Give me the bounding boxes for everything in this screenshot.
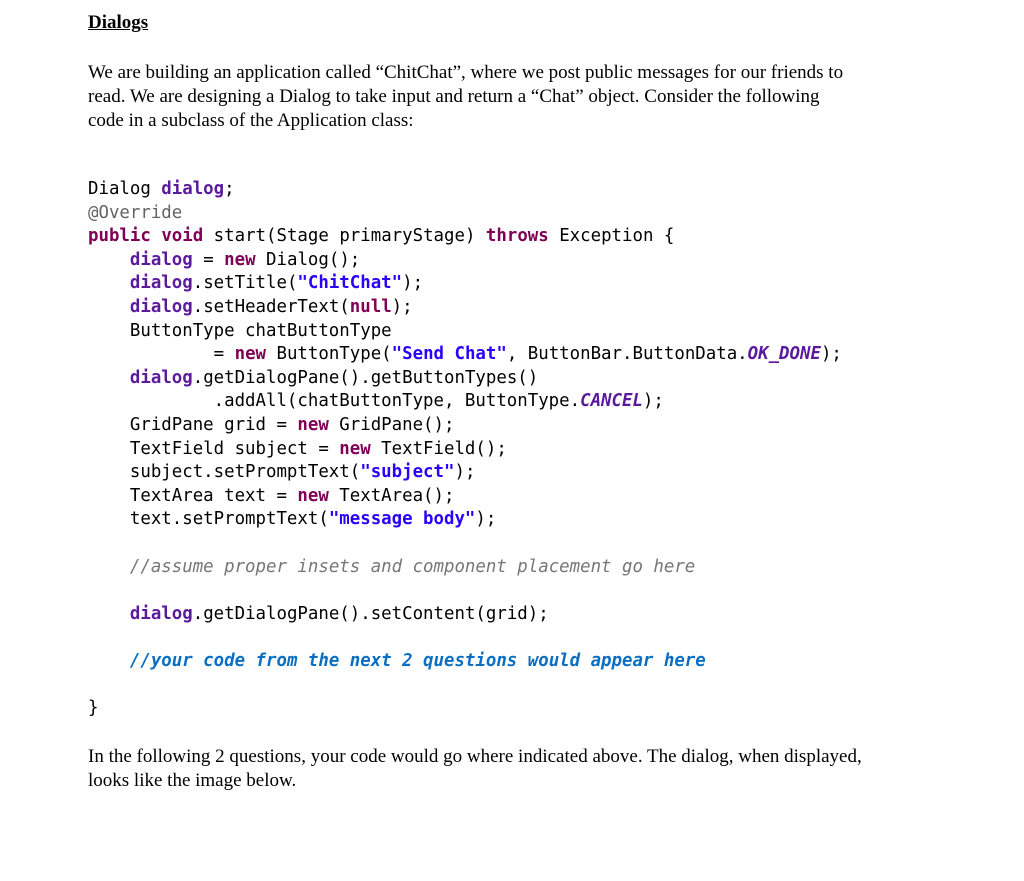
- code-token: dialog: [161, 179, 225, 199]
- code-line-4: dialog = new Dialog();: [88, 249, 842, 273]
- code-token: .addAll(chatButtonType, ButtonType.: [88, 391, 581, 412]
- code-token: start(Stage primaryStage): [203, 226, 486, 247]
- code-token: =: [192, 249, 225, 270]
- code-token: "ChitChat": [297, 273, 403, 294]
- code-token: OK_DONE: [747, 344, 821, 365]
- outro-line: In the following 2 questions, your code …: [88, 746, 862, 767]
- section-heading: Dialogs: [88, 12, 149, 33]
- code-token: dialog: [129, 273, 193, 294]
- code-line-7: ButtonType chatButtonType: [88, 320, 842, 344]
- code-token: dialog: [129, 367, 193, 388]
- code-token: public: [88, 226, 151, 247]
- code-blank-line: [88, 532, 842, 556]
- code-token: new: [297, 485, 329, 506]
- code-listing: Dialog dialog; @Override public void sta…: [88, 178, 842, 721]
- code-token: TextArea();: [328, 485, 455, 506]
- code-token: );: [475, 509, 497, 530]
- code-token: }: [88, 698, 99, 719]
- code-token: void: [161, 226, 204, 247]
- intro-line: code in a subclass of the Application cl…: [88, 110, 414, 131]
- code-token: ButtonType(: [266, 344, 392, 365]
- code-token: , ButtonBar.ButtonData.: [506, 344, 748, 365]
- code-token: [88, 273, 130, 293]
- code-token: [88, 557, 130, 577]
- code-line-8: = new ButtonType("Send Chat", ButtonBar.…: [88, 343, 842, 367]
- code-line-14: TextArea text = new TextArea();: [88, 485, 842, 509]
- code-token: GridPane grid =: [88, 414, 298, 435]
- code-token: );: [402, 273, 424, 294]
- code-line-15: text.setPromptText("message body");: [88, 508, 842, 532]
- code-token: subject.setPromptText(: [88, 462, 361, 483]
- outro-line: looks like the image below.: [88, 770, 297, 791]
- code-token: TextField();: [370, 438, 507, 459]
- code-token: [88, 651, 130, 671]
- code-line-23: }: [88, 697, 842, 721]
- code-token: new: [224, 249, 256, 270]
- outro-paragraph: In the following 2 questions, your code …: [88, 745, 958, 793]
- code-token: dialog: [129, 296, 193, 317]
- code-token: );: [642, 391, 664, 412]
- code-line-19: dialog.getDialogPane().setContent(grid);: [88, 603, 842, 627]
- code-line-9: dialog.getDialogPane().getButtonTypes(): [88, 367, 842, 391]
- code-token: );: [820, 344, 842, 365]
- code-token: dialog: [129, 603, 193, 624]
- code-token: .setTitle(: [192, 273, 298, 294]
- code-token: Dialog: [88, 179, 162, 199]
- code-line-2: @Override: [88, 202, 842, 226]
- code-token: [88, 297, 130, 317]
- code-token: =: [88, 344, 235, 365]
- code-token: new: [297, 414, 329, 435]
- code-token: .getDialogPane().setContent(grid);: [192, 603, 549, 624]
- code-token: .setHeaderText(: [192, 296, 350, 317]
- code-token: );: [391, 296, 413, 317]
- code-blank-line: [88, 579, 842, 603]
- code-line-5: dialog.setTitle("ChitChat");: [88, 272, 842, 296]
- code-token: TextArea text =: [88, 485, 298, 506]
- code-token: ButtonType chatButtonType: [88, 320, 392, 341]
- code-token: [88, 368, 130, 388]
- code-token: new: [339, 438, 371, 459]
- code-token: text.setPromptText(: [88, 509, 329, 530]
- code-token: Exception {: [548, 226, 675, 247]
- code-token: throws: [485, 226, 549, 247]
- code-line-6: dialog.setHeaderText(null);: [88, 296, 842, 320]
- code-token: TextField subject =: [88, 438, 340, 459]
- code-line-3: public void start(Stage primaryStage) th…: [88, 225, 842, 249]
- code-token: null: [349, 296, 392, 317]
- code-blank-line: [88, 626, 842, 650]
- code-comment: //your code from the next 2 questions wo…: [129, 650, 706, 671]
- code-line-10: .addAll(chatButtonType, ButtonType.CANCE…: [88, 390, 842, 414]
- code-line-12: TextField subject = new TextField();: [88, 438, 842, 462]
- code-token: Dialog();: [255, 249, 361, 270]
- code-token: @Override: [88, 202, 183, 223]
- code-token: CANCEL: [580, 391, 643, 412]
- code-token: GridPane();: [328, 414, 455, 435]
- code-token: .getDialogPane().getButtonTypes(): [192, 367, 539, 388]
- code-line-21: //your code from the next 2 questions wo…: [88, 650, 842, 674]
- code-token: );: [454, 462, 476, 483]
- code-line-1: Dialog dialog;: [88, 178, 842, 202]
- code-token: dialog: [129, 249, 193, 270]
- code-line-11: GridPane grid = new GridPane();: [88, 414, 842, 438]
- intro-line: read. We are designing a Dialog to take …: [88, 86, 820, 107]
- code-token: "message body": [328, 509, 476, 530]
- code-comment: //assume proper insets and component pla…: [129, 556, 696, 577]
- code-token: "Send Chat": [391, 344, 507, 365]
- code-token: new: [234, 344, 267, 365]
- intro-line: We are building an application called “C…: [88, 62, 844, 83]
- code-token: [88, 604, 130, 624]
- code-blank-line: [88, 673, 842, 697]
- code-token: ;: [224, 179, 235, 199]
- code-token: "subject": [360, 462, 455, 483]
- code-line-13: subject.setPromptText("subject");: [88, 461, 842, 485]
- intro-paragraph: We are building an application called “C…: [88, 61, 958, 133]
- code-line-17: //assume proper insets and component pla…: [88, 556, 842, 580]
- code-token: [88, 250, 130, 270]
- code-token: [151, 226, 161, 246]
